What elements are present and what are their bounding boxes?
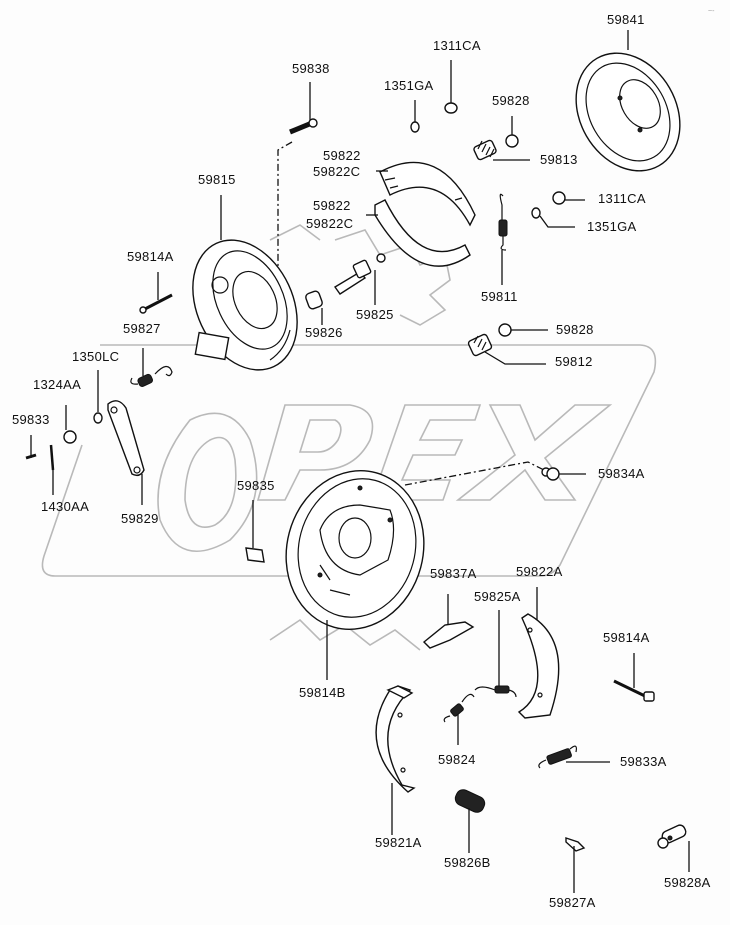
label-59822A[interactable]: 59822A (516, 564, 563, 579)
label-59822C-a[interactable]: 59822C (313, 164, 361, 179)
lever-59829[interactable] (107, 400, 145, 477)
brake-drum-59841[interactable] (555, 34, 700, 189)
label-59821A[interactable]: 59821A (375, 835, 422, 850)
label-59822C-b[interactable]: 59822C (306, 216, 354, 231)
label-59814A-right[interactable]: 59814A (603, 630, 650, 645)
brake-shoe-59821A[interactable] (375, 685, 416, 793)
backing-plate-59815[interactable] (173, 223, 317, 387)
label-1324AA[interactable]: 1324AA (33, 377, 82, 392)
bolt-59838[interactable] (289, 118, 318, 135)
label-59827A[interactable]: 59827A (549, 895, 596, 910)
label-59814A-left[interactable]: 59814A (127, 249, 174, 264)
label-59834A[interactable]: 59834A (598, 466, 645, 481)
brake-shoe-set-59822[interactable] (374, 161, 476, 267)
spring-59833A[interactable] (538, 745, 577, 769)
label-59838[interactable]: 59838 (292, 61, 330, 76)
sleeve-59826B[interactable] (453, 787, 487, 814)
washer-59828-top[interactable] (505, 134, 519, 148)
nut-1311CA-top[interactable] (444, 102, 458, 114)
spring-59812[interactable] (467, 333, 493, 357)
brake-shoe-59822A[interactable] (517, 613, 560, 719)
label-1311CA-mid[interactable]: 1311CA (598, 191, 646, 206)
label-59833A[interactable]: 59833A (620, 754, 667, 769)
washer-59828-mid[interactable] (498, 323, 512, 337)
cotter-pin-1430AA[interactable] (49, 444, 55, 471)
label-59833[interactable]: 59833 (12, 412, 50, 427)
label-59822-a[interactable]: 59822 (323, 148, 361, 163)
label-1311CA-top[interactable]: 1311CA (433, 38, 481, 53)
spring-59824[interactable] (443, 693, 475, 723)
opex-watermark (41, 224, 657, 651)
clip-59835[interactable] (245, 547, 265, 563)
label-59829[interactable]: 59829 (121, 511, 159, 526)
label-59835[interactable]: 59835 (237, 478, 275, 493)
label-59826[interactable]: 59826 (305, 325, 343, 340)
label-59824[interactable]: 59824 (438, 752, 476, 767)
bleeder-59834A[interactable] (541, 467, 560, 481)
strut-59837A[interactable] (422, 621, 475, 649)
label-59811[interactable]: 59811 (481, 289, 518, 304)
nut-1311CA-mid[interactable] (552, 191, 566, 205)
corner-mark: ~- (708, 8, 715, 15)
spring-59813[interactable] (473, 139, 497, 161)
nut-1351GA-top[interactable] (410, 121, 420, 133)
nut-1350LC[interactable] (93, 412, 103, 424)
label-59841[interactable]: 59841 (607, 12, 645, 27)
label-59827[interactable]: 59827 (123, 321, 161, 336)
spring-59811[interactable] (498, 193, 508, 251)
bushing-59826[interactable] (305, 290, 324, 310)
pin-59827A[interactable] (565, 837, 586, 852)
label-1351GA-mid[interactable]: 1351GA (587, 219, 637, 234)
label-59826B[interactable]: 59826B (444, 855, 491, 870)
washer-1324AA[interactable] (63, 430, 77, 444)
nut-1351GA-mid[interactable] (531, 207, 541, 219)
label-59812[interactable]: 59812 (555, 354, 593, 369)
label-59814B[interactable]: 59814B (299, 685, 346, 700)
pin-59814A-right[interactable] (613, 679, 655, 702)
label-59825[interactable]: 59825 (356, 307, 394, 322)
label-1351GA-top[interactable]: 1351GA (384, 78, 434, 93)
label-59828-top[interactable]: 59828 (492, 93, 530, 108)
label-59815[interactable]: 59815 (198, 172, 236, 187)
label-59813[interactable]: 59813 (540, 152, 578, 167)
label-59825A[interactable]: 59825A (474, 589, 521, 604)
label-59828-mid[interactable]: 59828 (556, 322, 594, 337)
pin-59833[interactable] (25, 435, 37, 460)
backing-plate-59814B[interactable] (269, 455, 442, 645)
adjuster-59825[interactable] (333, 253, 386, 295)
label-59828A[interactable]: 59828A (664, 875, 711, 890)
pin-59814A-left[interactable] (139, 293, 173, 314)
label-1430AA[interactable]: 1430AA (41, 499, 90, 514)
label-59822-b[interactable]: 59822 (313, 198, 351, 213)
label-59837A[interactable]: 59837A (430, 566, 477, 581)
spring-59827[interactable] (130, 365, 173, 388)
label-1350LC[interactable]: 1350LC (72, 349, 120, 364)
spring-59825A[interactable] (474, 685, 517, 698)
wheel-cylinder-59828A[interactable] (657, 823, 687, 849)
